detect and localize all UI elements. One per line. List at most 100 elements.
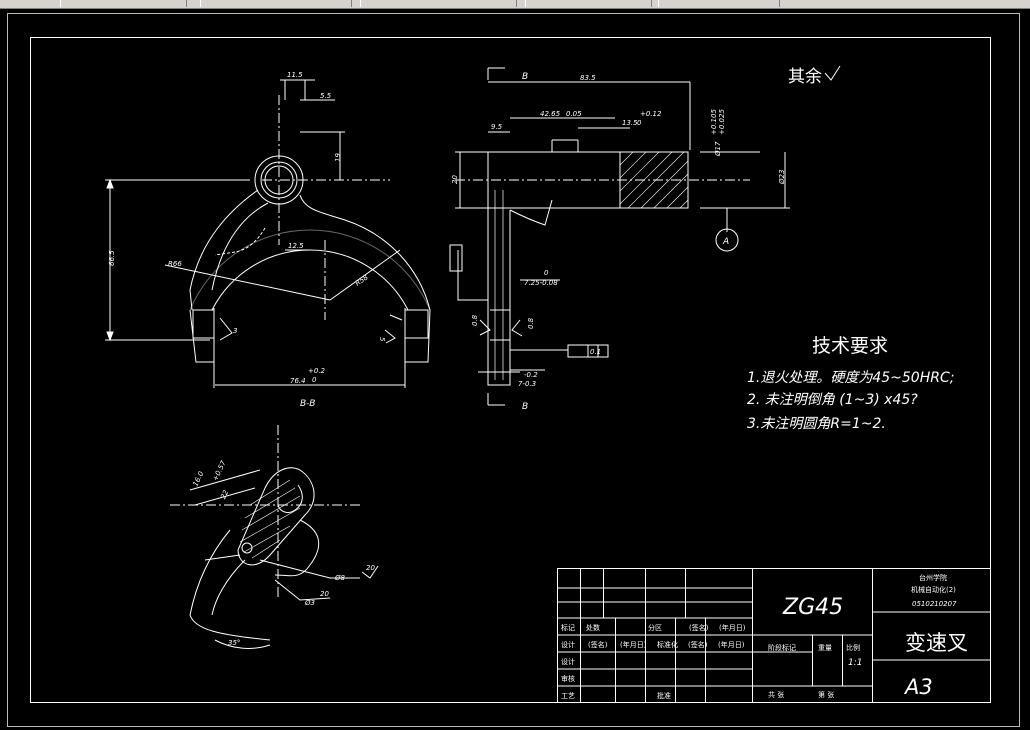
- drawing-label: 标准化: [657, 640, 678, 649]
- drawing-label: 0: [544, 269, 549, 277]
- dept: 机械自动化(2): [911, 585, 956, 594]
- section-view-bb: [105, 79, 431, 388]
- material: ZG45: [782, 595, 843, 620]
- detail-view-texts: 16.0 +0.57 22 Ø8 20 Ø3 20 35°: [192, 459, 376, 647]
- outer-border: [7, 13, 1020, 727]
- right-pad: [404, 309, 429, 339]
- drawing-label: 分区: [648, 623, 662, 632]
- detail-view: [170, 425, 379, 649]
- drawing-label: 共 张: [768, 690, 784, 699]
- title-block-texts: ZG45 台州学院 机械自动化(2) 0510210207 变速叉 A3 1:1…: [561, 573, 968, 700]
- left-leg: [189, 308, 215, 363]
- drawing-label: (年月日): [719, 623, 746, 632]
- view-a-circle: [715, 228, 739, 252]
- inner-border: [30, 37, 991, 703]
- student-id: 0510210207: [912, 600, 957, 608]
- pad-lines: [490, 309, 510, 341]
- dim-7-03: [478, 369, 545, 373]
- arm-left-edge: [189, 189, 259, 311]
- toolbar-tab[interactable]: [200, 0, 352, 7]
- drawing-label: +0.105: [710, 109, 718, 135]
- drawing-label: 19: [334, 153, 342, 162]
- dim-arrows: [106, 178, 114, 342]
- dim-20: [455, 151, 488, 209]
- drawing-label: 35°: [228, 639, 240, 647]
- dim-83-5: [488, 81, 691, 150]
- drawing-label: 83.5: [580, 74, 596, 82]
- dim-r66-leader: [164, 264, 331, 301]
- arm-right-edge: [299, 194, 431, 311]
- fork-inner-arc: [211, 249, 409, 311]
- drawing-label: 第 张: [818, 690, 834, 699]
- roughness-check-symbol: [824, 65, 841, 81]
- flatness-frame: [449, 244, 463, 272]
- detail-lug-inner: [277, 484, 303, 513]
- flatness-leader: [457, 250, 488, 301]
- detail-surface-mark: [361, 565, 379, 579]
- drawing-label: 42.65: [540, 110, 561, 118]
- leg-extension-lines: [213, 338, 406, 388]
- drawing-label: 设计: [561, 640, 575, 649]
- hidden-rib: [214, 227, 266, 256]
- drawing-label: 0.1: [590, 348, 601, 356]
- drawing-label: A: [722, 237, 729, 247]
- toolbar-tab[interactable]: [60, 0, 187, 7]
- drawing-label: -0.2: [524, 371, 538, 379]
- section-view-texts: 11.5 5.5 19 66.5 12.5 R66 R58 76.4 +0.2 …: [108, 71, 386, 409]
- phi3-leader: [274, 579, 331, 601]
- drawing-label: (签名): [688, 640, 708, 649]
- drawing-label: 重量: [818, 644, 832, 652]
- drawing-label: 处数: [586, 623, 600, 632]
- drawing-label: 20: [451, 175, 459, 184]
- drawing-label: 0.8: [471, 314, 479, 326]
- drawing-label: Ø8: [334, 574, 346, 582]
- dim-r58-leader: [329, 249, 401, 301]
- surface-symbol-left: [219, 317, 233, 341]
- drawing-label: +0.2: [308, 367, 326, 375]
- phi8-leader: [259, 559, 360, 579]
- drawing-label: 0: [637, 119, 642, 127]
- fork-side-rib: [509, 199, 553, 226]
- drawing-label: (年月日): [718, 640, 745, 649]
- drawing-label: 0.8: [527, 317, 535, 329]
- drawing-label: 20: [366, 564, 375, 572]
- drawing-label: 0: [312, 376, 317, 384]
- detail-arm-outer: [189, 529, 271, 641]
- surface-symbol-right: [384, 329, 396, 344]
- drawing-label: 5: [378, 337, 386, 342]
- drawing-label: 66.5: [108, 250, 116, 266]
- toolbar-tab[interactable]: [525, 0, 652, 7]
- detail-lug: [237, 467, 315, 566]
- drawing-label: Ø23: [778, 170, 786, 185]
- side-view: [449, 67, 790, 406]
- drawing-label: (年月日): [620, 640, 647, 649]
- drawing-label: (签名): [588, 640, 608, 649]
- drawing-label: R58: [354, 273, 370, 288]
- tech-item-1: 1.退火处理。硬度为45~50HRC;: [747, 370, 954, 386]
- toolbar-tab[interactable]: [360, 0, 517, 7]
- drawing-label: 标记: [561, 623, 575, 632]
- scale-value: 1:1: [848, 658, 862, 668]
- detail-arm-right: [274, 519, 320, 577]
- drawing-label: 13.5: [622, 119, 638, 127]
- drawing-label: Ø17: [714, 141, 722, 157]
- drawing-label: 设计: [561, 657, 575, 666]
- detail-cut: [204, 554, 241, 561]
- detail-hatching: [239, 479, 301, 559]
- drawing-label: 16.0: [192, 470, 206, 488]
- drawing-label: +0.57: [211, 459, 228, 482]
- drawing-label: 7.25-0.08: [524, 279, 558, 287]
- drawing-label: 5.5: [320, 92, 332, 100]
- drawing-label: 阶段标记: [768, 643, 796, 652]
- fork-inner-lines: [494, 190, 504, 380]
- part-name: 变速叉: [905, 631, 968, 655]
- toolbar-tab[interactable]: [658, 0, 780, 7]
- detail-dim-lines: [189, 469, 261, 506]
- detail-hole: [241, 542, 253, 554]
- drawing-label: 9.5: [491, 123, 503, 131]
- drawing-label: 审核: [561, 674, 575, 683]
- drawing-label: B: [522, 402, 528, 412]
- fork-side-body: [487, 208, 511, 386]
- drawing-label: 12.5: [288, 242, 304, 250]
